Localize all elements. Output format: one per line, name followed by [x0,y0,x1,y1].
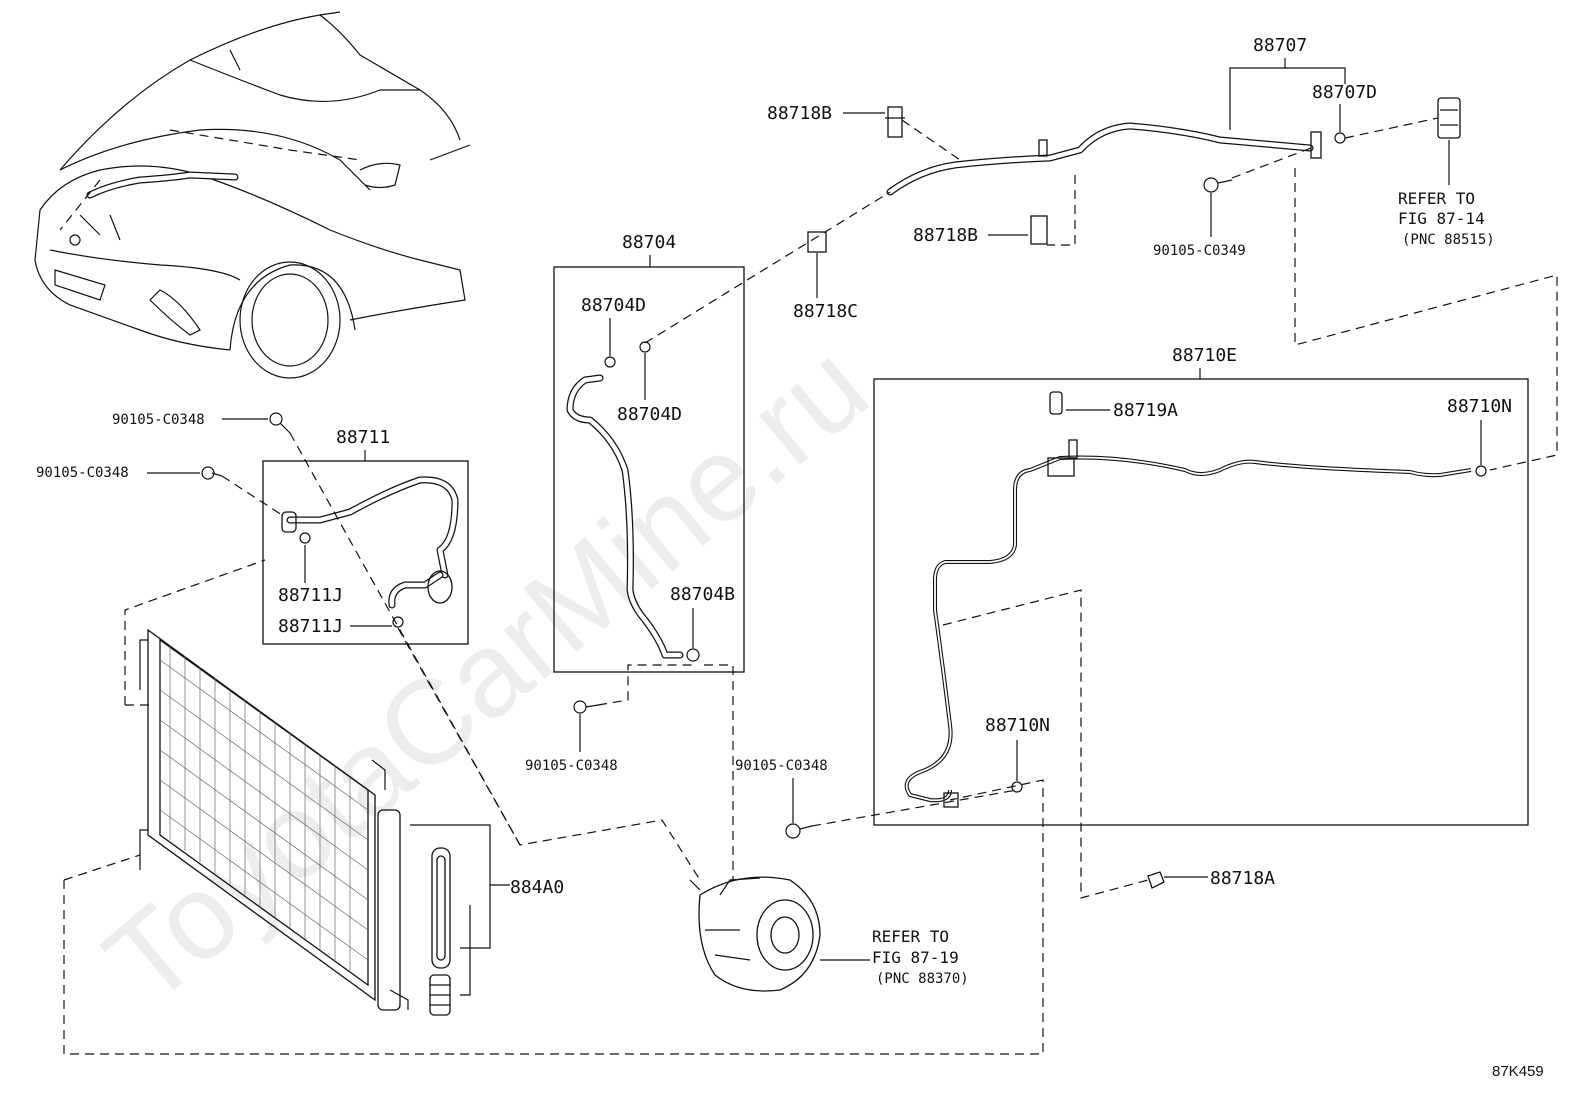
part-label-88710e: 88710E [1172,345,1237,366]
hose-88711 [281,476,459,628]
receiver-filter-kit [410,824,510,1016]
bolt-icon [269,412,291,434]
pipe-88707 [886,122,1346,196]
clip-88718a [1147,871,1165,889]
clamp-88718c [807,231,827,253]
reference-note-88370-line3: (PNC 88370) [876,971,969,987]
part-label-88707d: 88707D [1312,82,1377,103]
part-label-88711j-b: 88711J [278,616,343,637]
clamp-88718b-mid [1030,215,1048,245]
part-label-90105-c0349: 90105-C0349 [1153,243,1246,259]
reference-note-88370-line2: FIG 87-19 [872,948,959,967]
vehicle-illustration [34,11,471,379]
bolt-icon [785,823,813,839]
part-label-88718b-mid: 88718B [913,225,978,246]
pipe-88710e [904,391,1487,808]
part-label-88718a: 88718A [1210,868,1275,889]
reference-note-88515-line3: (PNC 88515) [1402,232,1495,248]
group-box-88710e [873,378,1529,826]
bolt-icon [201,466,223,480]
part-label-90105-c0348-b: 90105-C0348 [36,465,129,481]
part-label-88704d-a: 88704D [581,295,646,316]
part-label-88710n-b: 88710N [985,715,1050,736]
part-label-90105-c0348-a: 90105-C0348 [112,412,205,428]
reference-note-88370-line1: REFER TO [872,927,949,946]
part-label-88710n-a: 88710N [1447,396,1512,417]
bolt-icon [1203,177,1233,193]
bolt-icon [573,700,599,714]
reference-note-88515-line2: FIG 87-14 [1398,209,1485,228]
part-label-90105-c0348-c: 90105-C0348 [525,758,618,774]
part-label-88704b: 88704B [670,584,735,605]
part-label-88704d-b: 88704D [617,404,682,425]
part-label-90105-c0348-d: 90105-C0348 [735,758,828,774]
dashed-leader-lines [59,117,1558,1055]
condenser-assembly [139,628,409,1011]
expansion-valve-icon [1437,97,1461,139]
group-box-88704 [553,266,745,673]
part-label-88707: 88707 [1253,35,1307,56]
part-label-88711: 88711 [336,427,390,448]
part-label-88718b-top: 88718B [767,103,832,124]
part-label-88704: 88704 [622,232,676,253]
hose-88704 [566,341,700,662]
part-label-88718c: 88718C [793,301,858,322]
part-label-884a0: 884A0 [510,877,564,898]
part-label-88719a: 88719A [1113,400,1178,421]
reference-note-88515-line1: REFER TO [1398,189,1475,208]
compressor [689,876,821,992]
figure-code: 87K459 [1492,1063,1544,1080]
part-label-88711j-a: 88711J [278,585,343,606]
clamp-88718b-top [885,106,905,138]
